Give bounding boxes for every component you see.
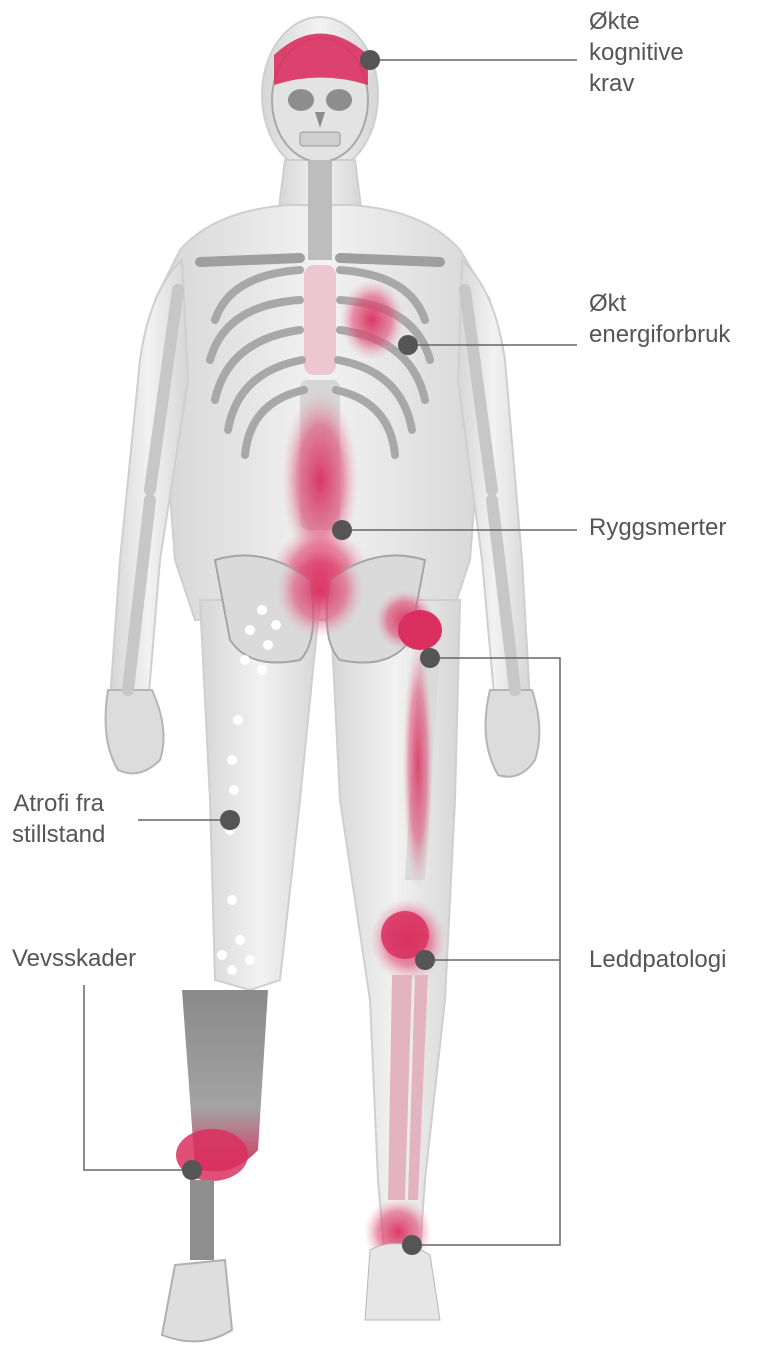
heart-highlight — [340, 280, 404, 360]
label-atrophy-line-1: Atrofi fra — [12, 788, 105, 819]
prosthetic-leg — [162, 990, 268, 1341]
marker-hip — [420, 648, 440, 668]
label-back-pain-line-1: Ryggsmerter — [589, 512, 726, 543]
marker-heart — [398, 335, 418, 355]
label-atrophy-line-2: stillstand — [12, 819, 105, 850]
label-energy-line-2: energiforbruk — [589, 319, 730, 350]
label-cognitive: Økte kognitive krav — [589, 6, 684, 99]
marker-socket — [182, 1160, 202, 1180]
pelvis — [215, 542, 435, 663]
label-joint-pathology: Leddpatologi — [589, 944, 726, 975]
label-energy: Økt energiforbruk — [589, 288, 730, 350]
label-energy-line-1: Økt — [589, 288, 730, 319]
marker-brain — [360, 50, 380, 70]
marker-thigh — [220, 810, 240, 830]
skull — [272, 34, 368, 163]
label-back-pain: Ryggsmerter — [589, 512, 726, 543]
label-cognitive-line-1: Økte — [589, 6, 684, 37]
hands — [106, 690, 540, 777]
label-joint-pathology-line-1: Leddpatologi — [589, 944, 726, 975]
marker-ankle — [402, 1235, 422, 1255]
label-tissue-damage: Vevsskader — [12, 943, 136, 974]
marker-knee — [415, 950, 435, 970]
label-cognitive-line-2: kognitive — [589, 37, 684, 68]
marker-lower-back — [332, 520, 352, 540]
label-atrophy: Atrofi fra stillstand — [12, 788, 105, 850]
label-cognitive-line-3: krav — [589, 68, 684, 99]
label-tissue-damage-line-1: Vevsskader — [12, 943, 136, 974]
